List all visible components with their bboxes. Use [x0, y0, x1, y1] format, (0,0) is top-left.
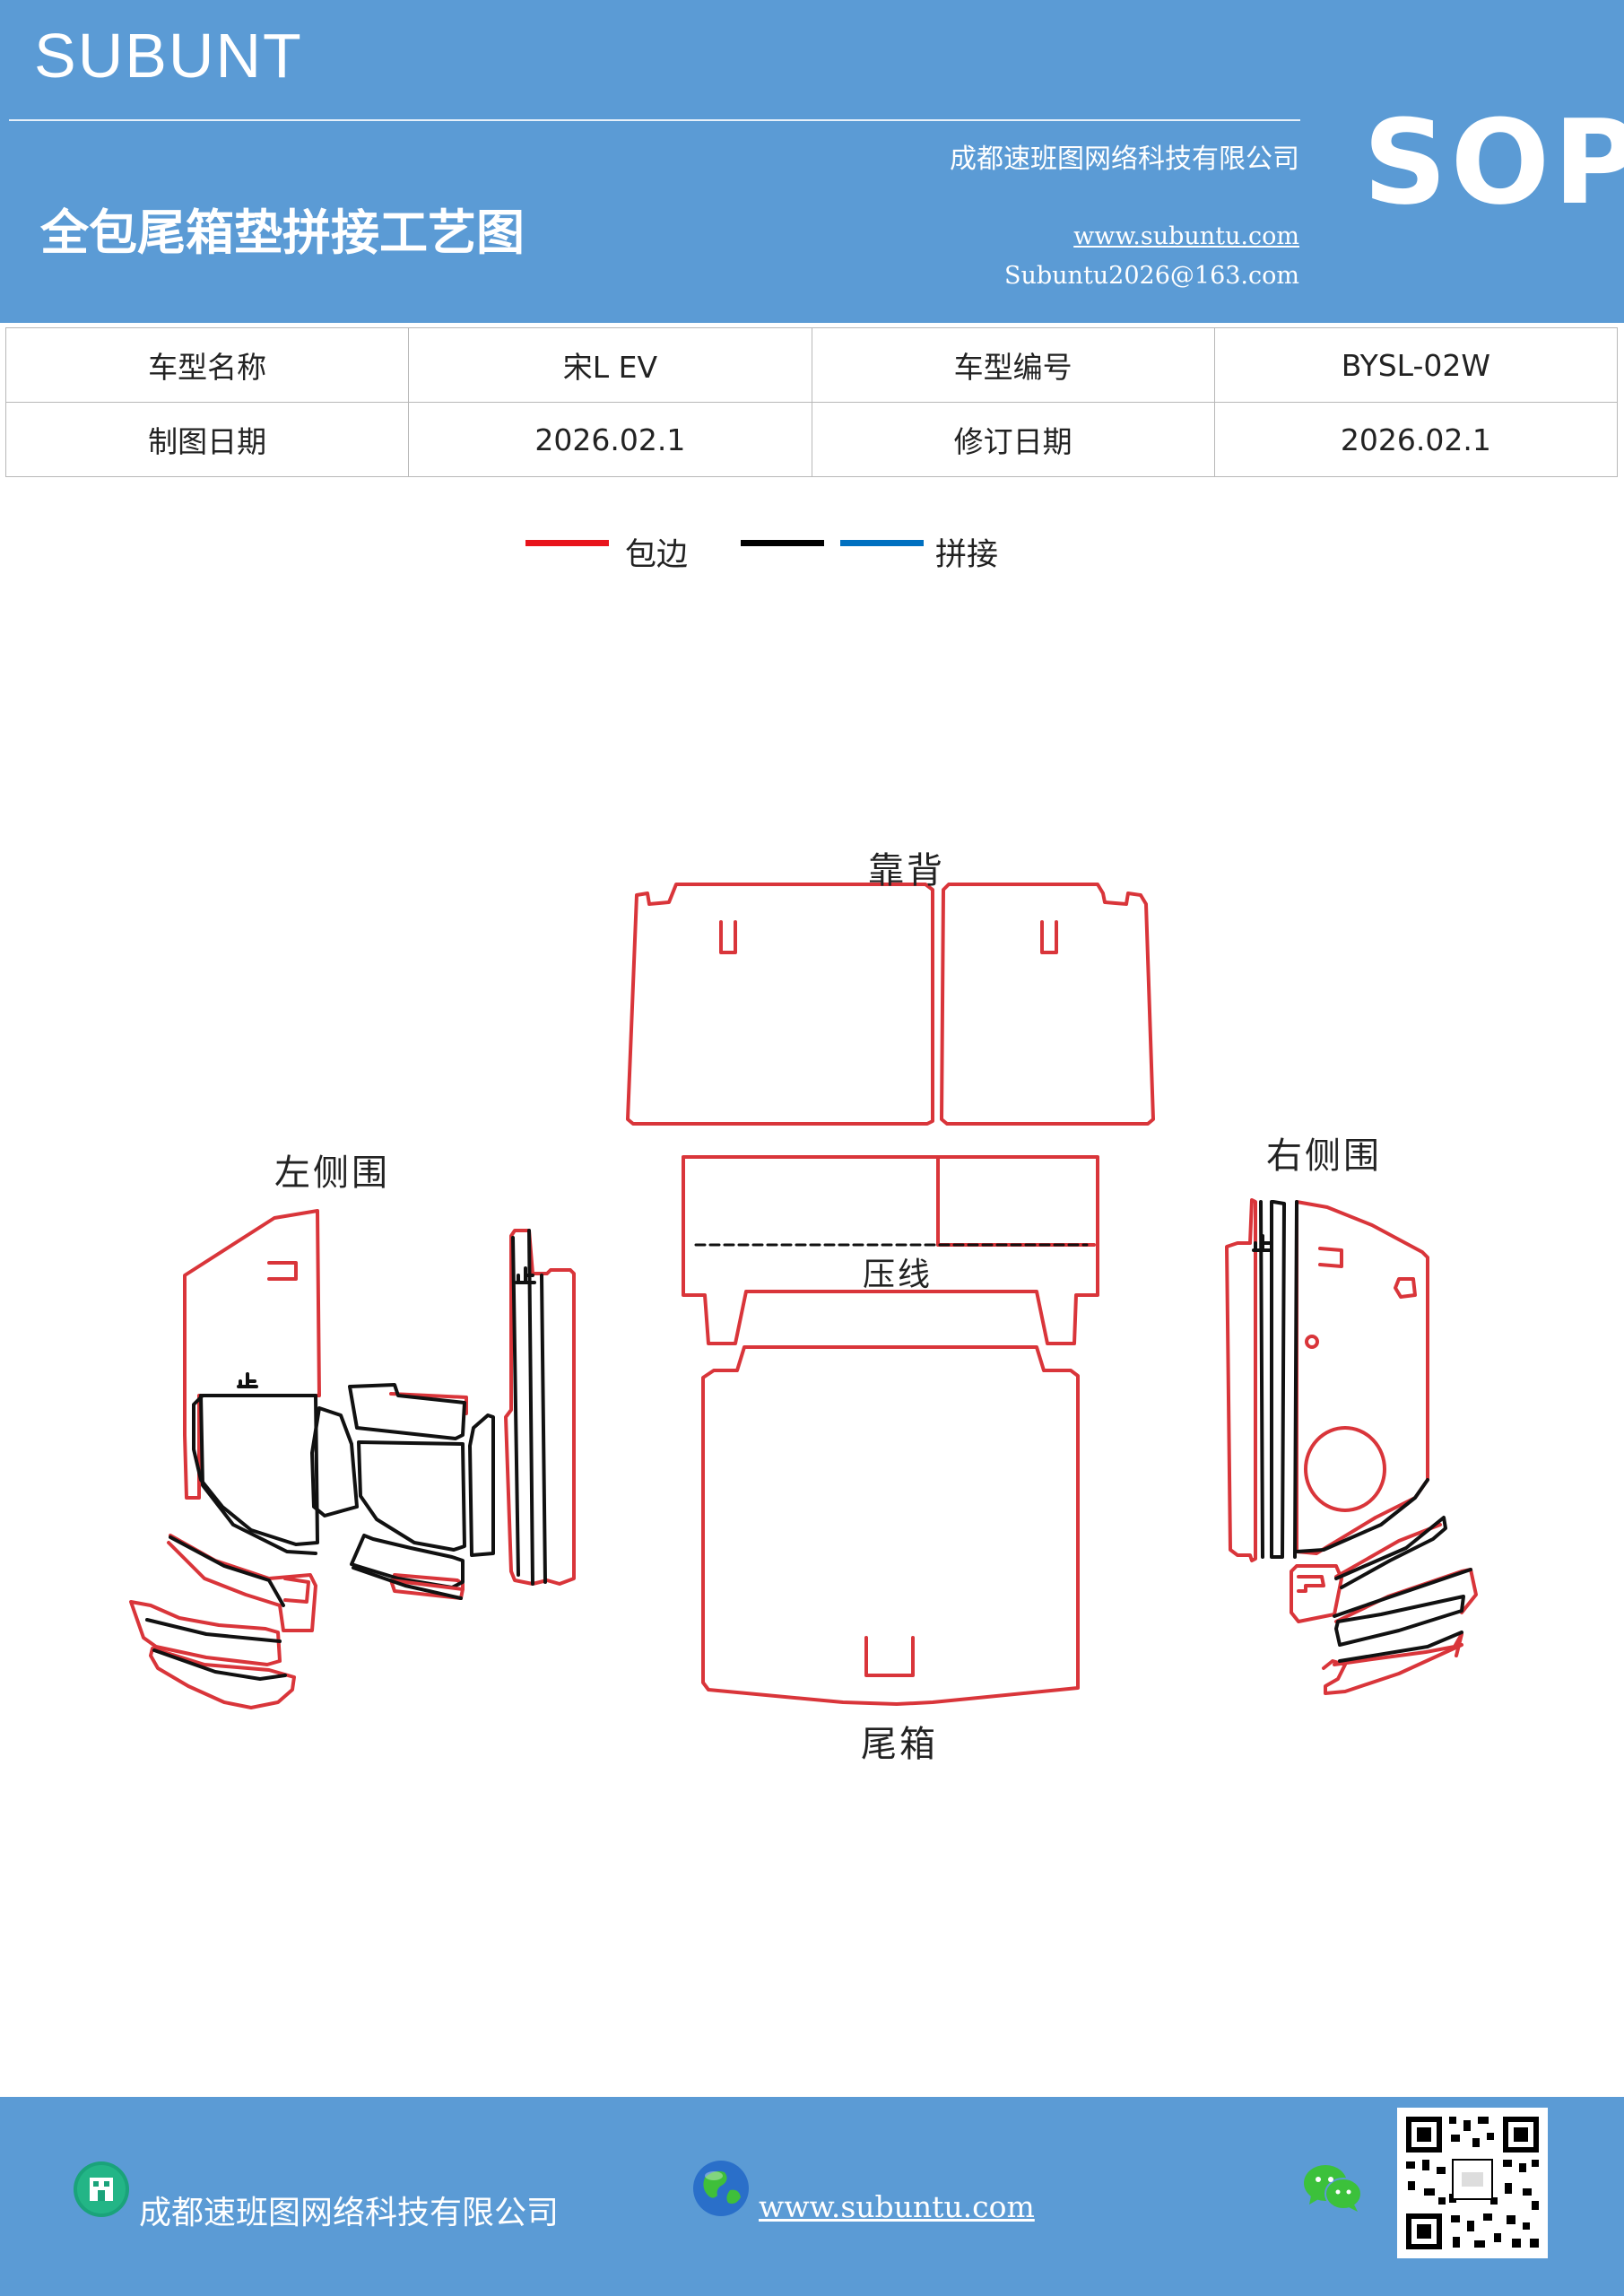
crease-label: 压线 — [863, 1257, 934, 1293]
left-lower-piece-1-slot — [283, 1577, 310, 1604]
right-side-round-hole — [1305, 1335, 1319, 1349]
table-cell: 制图日期 — [4, 402, 410, 477]
right-lower-piece-1 — [1290, 1564, 1343, 1623]
left-cluster-piece-d — [468, 1413, 495, 1557]
right-side-label: 右侧围 — [1266, 1135, 1382, 1177]
qr-code — [1397, 2108, 1548, 2258]
left-side-main-panel — [183, 1209, 321, 1500]
right-side-slot — [1318, 1247, 1343, 1268]
stop-mark-left-2 — [515, 1266, 536, 1284]
footer-company-name: 成都速班图网络科技有限公司 — [139, 2195, 560, 2231]
right-lower-seam-1 — [1334, 1516, 1447, 1589]
table-cell: 宋L EV — [408, 327, 812, 403]
table-row: 车型名称 宋L EV 车型编号 BYSL-02W — [4, 327, 1619, 403]
legend-seam-swatch — [840, 540, 924, 546]
crease-panel-split — [936, 1157, 1096, 1247]
backrest-right-slot — [1040, 920, 1058, 954]
trunk-floor-panel — [701, 1345, 1080, 1706]
right-lower-piece-4 — [1333, 1632, 1463, 1666]
left-lower-piece-3 — [149, 1647, 296, 1709]
left-cluster-top-edge — [389, 1392, 468, 1415]
header-banner: SUBUNT 成都速班图网络科技有限公司 全包尾箱垫拼接工艺图 www.subu… — [0, 0, 1624, 323]
left-cluster-piece-e — [350, 1534, 465, 1589]
right-side-main-panel — [1295, 1200, 1429, 1555]
email-address: Subuntu2026@163.com — [1004, 262, 1299, 290]
left-inner-piece — [192, 1394, 319, 1546]
table-row: 制图日期 2026.02.1 修订日期 2026.02.1 — [4, 402, 1619, 477]
globe-icon — [693, 2161, 749, 2216]
right-strip-seam-1 — [1259, 1200, 1264, 1559]
left-lower-piece-2 — [129, 1600, 282, 1666]
right-strip-seam-2 — [1270, 1200, 1286, 1559]
website-link[interactable]: www.subuntu.com — [1073, 222, 1299, 250]
header-divider — [9, 119, 1300, 121]
backrest-right-panel — [940, 883, 1155, 1126]
right-strip-seam-3 — [1293, 1200, 1298, 1559]
table-cell: BYSL-02W — [1213, 327, 1619, 403]
vehicle-info-table: 车型名称 宋L EV 车型编号 BYSL-02W 制图日期 2026.02.1 … — [4, 327, 1619, 477]
mat-cutting-diagram — [129, 883, 1478, 1709]
right-main-seam — [1295, 1478, 1429, 1553]
sop-badge: SOP — [1363, 94, 1624, 230]
right-lower-piece-1-slot — [1297, 1575, 1325, 1593]
left-lower-piece-2-seam — [145, 1618, 282, 1643]
left-strip-seam-3 — [511, 1236, 520, 1577]
document-title: 全包尾箱垫拼接工艺图 — [40, 204, 525, 261]
footer-website-link[interactable]: www.subuntu.com — [759, 2189, 1035, 2224]
left-cluster-piece-b — [348, 1383, 466, 1440]
left-inner-seam — [199, 1394, 317, 1555]
left-strip-outer — [504, 1229, 576, 1586]
left-cluster-piece-c — [357, 1440, 466, 1552]
right-lower-seam-4 — [1338, 1631, 1463, 1663]
left-lower-piece-1 — [167, 1534, 317, 1632]
backrest-left-slot — [719, 920, 737, 954]
right-side-speaker-hole — [1304, 1426, 1386, 1512]
left-strip-seam-2 — [540, 1274, 547, 1584]
left-cluster-piece-a — [310, 1406, 359, 1518]
trunk-label: 尾箱 — [861, 1724, 938, 1765]
brand-name: SUBUNT — [34, 21, 303, 91]
company-name: 成都速班图网络科技有限公司 — [950, 144, 1299, 175]
backrest-left-panel — [626, 883, 934, 1126]
left-side-slot — [267, 1261, 298, 1281]
legend-black-swatch — [741, 540, 824, 546]
stop-mark-right — [1252, 1234, 1273, 1252]
left-lower-piece-1-seam — [169, 1535, 285, 1607]
right-lower-piece-5 — [1322, 1643, 1463, 1695]
right-lower-seam-3 — [1334, 1595, 1465, 1647]
stop-mark-left-1 — [237, 1372, 258, 1388]
crease-panel — [682, 1155, 1099, 1345]
legend-edge-label: 包边 — [625, 537, 689, 573]
trunk-slot — [864, 1636, 915, 1677]
table-cell: 修订日期 — [811, 402, 1215, 477]
table-cell: 车型名称 — [4, 327, 410, 403]
right-lower-seam-2 — [1333, 1568, 1472, 1618]
right-side-small-hole — [1394, 1277, 1417, 1299]
wechat-icon — [1304, 2165, 1362, 2212]
backrest-label: 靠背 — [868, 850, 945, 891]
legend-seam-label: 拼接 — [935, 537, 999, 573]
footer-banner: 成都速班图网络科技有限公司 www.subuntu.com — [0, 2097, 1624, 2296]
left-side-label: 左侧围 — [274, 1152, 390, 1194]
left-cluster-piece-g — [352, 1566, 463, 1600]
table-cell: 2026.02.1 — [408, 402, 812, 477]
building-icon — [74, 2161, 129, 2217]
right-strip-outer — [1225, 1198, 1257, 1562]
left-strip-seam-1 — [527, 1229, 534, 1586]
table-cell: 车型编号 — [811, 327, 1215, 403]
table-cell: 2026.02.1 — [1213, 402, 1619, 477]
left-lower-piece-3-seam — [152, 1648, 287, 1681]
legend-edge-swatch — [525, 540, 609, 546]
legend: 包边 拼接 — [0, 529, 1624, 574]
